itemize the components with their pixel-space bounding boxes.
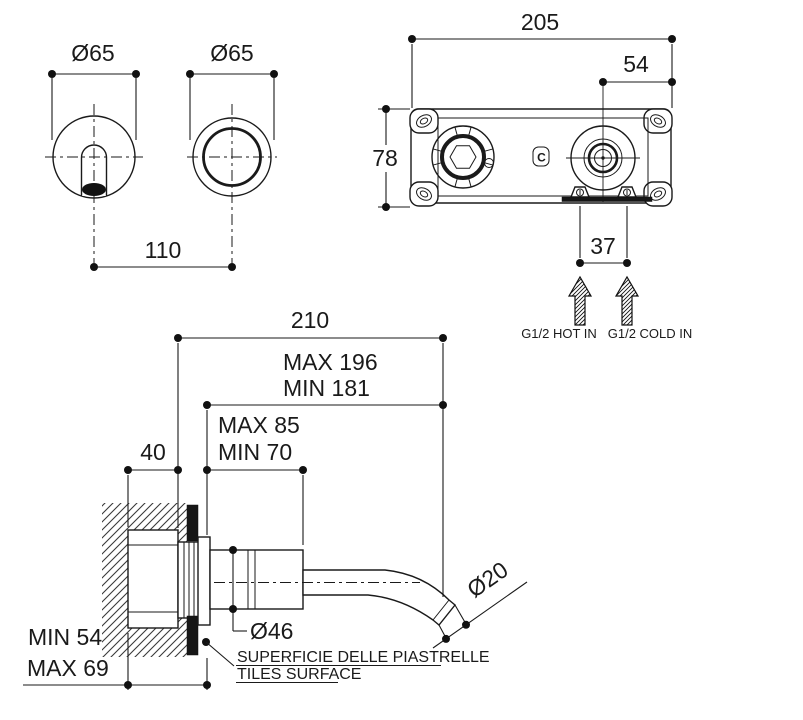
cold-inlet-arrow-icon <box>614 275 640 326</box>
brand-logo-icon: C <box>532 146 550 167</box>
dim-flange-diameter: Ø46 <box>229 546 293 644</box>
tiles-note-line1: SUPERFICIE DELLE PIASTRELLE <box>237 649 490 666</box>
sleeve-max-label: MAX 85 <box>218 412 300 438</box>
plate-bottom-bar <box>561 196 653 202</box>
tile-section-top <box>186 504 199 542</box>
spout-centerlines <box>45 104 143 263</box>
reach-max-label: MAX 196 <box>283 349 378 375</box>
corner-slot-icons <box>416 114 666 201</box>
spout-diameter-label: Ø65 <box>71 40 114 66</box>
side-view: 210 MAX 196 MIN 181 MAX 85 MIN 70 40 MIN <box>23 307 528 690</box>
spout-outlet-opening <box>82 183 106 196</box>
tiles-note-line2: TILES SURFACE <box>237 666 361 683</box>
dim-spout-diameter: Ø65 <box>48 40 140 140</box>
body-depth-label: 40 <box>140 439 166 465</box>
handle-diameter-label: Ø65 <box>210 40 253 66</box>
tiles-surface-note: SUPERFICIE DELLE PIASTRELLE TILES SURFAC… <box>202 638 490 684</box>
tile-section-bottom <box>186 615 199 656</box>
handle-cartridge-fitting <box>431 125 495 189</box>
sleeve-min-label: MIN 70 <box>218 439 292 465</box>
dim-sleeve-length: MAX 85 MIN 70 <box>203 412 307 545</box>
embed-max-label: MAX 69 <box>27 655 109 681</box>
plate-height-label: 78 <box>372 145 398 171</box>
svg-text:C: C <box>537 151 546 165</box>
dim-overall-projection: 210 <box>174 307 447 597</box>
dim-embed-depth: MIN 54 MAX 69 <box>23 624 211 690</box>
flange-diameter-label: Ø46 <box>250 618 293 644</box>
reach-min-label: MIN 181 <box>283 375 370 401</box>
spout-connection-fitting <box>566 86 640 202</box>
dim-plate-width: 205 <box>408 9 676 108</box>
dim-plate-height: 78 <box>372 105 410 211</box>
cartridge-detail-circle <box>484 158 494 168</box>
dim-valve-offset: 54 <box>599 51 676 86</box>
wall-flange <box>197 536 211 626</box>
front-view: Ø65 Ø65 110 <box>45 40 278 271</box>
plate-inner-frame <box>437 117 649 197</box>
embed-min-label: MIN 54 <box>28 624 102 650</box>
dim-inlet-spacing: 37 <box>576 206 631 267</box>
center-spacing-label: 110 <box>145 237 182 263</box>
plate-view: C 205 <box>372 9 692 341</box>
plate-width-label: 205 <box>521 9 559 35</box>
hex-socket-icon <box>449 145 477 169</box>
threaded-connector <box>177 541 201 619</box>
mounting-plate-outline <box>410 108 672 204</box>
cold-inlet-label: G1/2 COLD IN <box>608 326 693 341</box>
valve-offset-label: 54 <box>623 51 649 77</box>
hot-inlet-arrow-icon <box>567 275 593 326</box>
spout-tip-diameter-label: Ø20 <box>462 556 513 602</box>
dim-body-depth: 40 <box>124 439 182 527</box>
handle-centerlines <box>187 104 277 263</box>
overall-projection-label: 210 <box>291 307 329 333</box>
escutcheon-sleeve <box>209 549 304 610</box>
dim-handle-diameter: Ø65 <box>186 40 278 140</box>
dim-center-spacing: 110 <box>90 237 236 271</box>
embedded-valve-body <box>127 529 179 629</box>
inlet-spacing-label: 37 <box>590 233 616 259</box>
hot-inlet-label: G1/2 HOT IN <box>521 326 597 341</box>
cartridge-tick-marks <box>432 126 494 188</box>
